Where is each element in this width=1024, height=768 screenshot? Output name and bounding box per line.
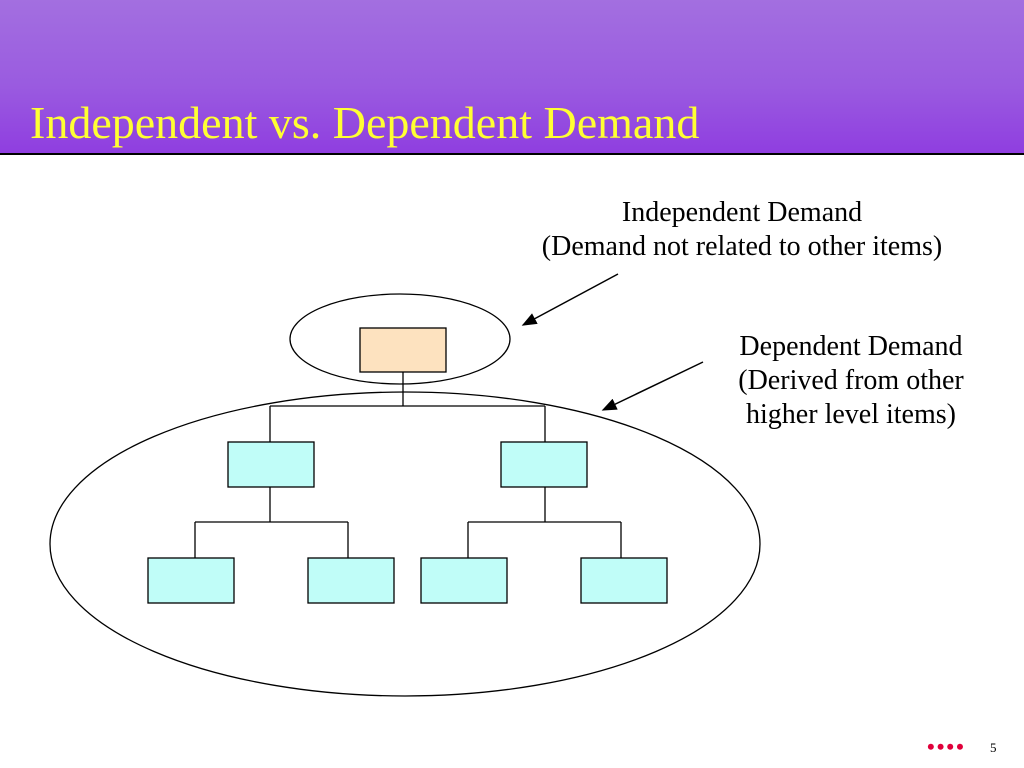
- independent-demand-title: Independent Demand: [621, 197, 863, 228]
- page-number: 5: [990, 740, 997, 755]
- independent-demand-description: (Demand not related to other items): [541, 231, 943, 262]
- level2-item-box: [307, 557, 395, 604]
- independent-demand-label: Independent Demand (Demand not related t…: [497, 196, 987, 264]
- level1-item-box: [227, 441, 315, 488]
- dependent-demand-description-line1: (Derived from other: [738, 365, 964, 396]
- dependent-demand-title: Dependent Demand: [739, 331, 963, 362]
- tree-connectors: [194, 372, 622, 558]
- slide-title: Independent vs. Dependent Demand: [30, 97, 700, 148]
- dependent-demand-ellipse: [49, 391, 761, 697]
- level2-item-box: [147, 557, 235, 604]
- slide-header: Independent vs. Dependent Demand: [0, 0, 1024, 155]
- level2-item-box: [580, 557, 668, 604]
- dependent-demand-label: Dependent Demand (Derived from other hig…: [706, 330, 996, 432]
- level1-item-box: [500, 441, 588, 488]
- dependent-demand-description-line2: higher level items): [746, 399, 956, 430]
- header-divider: [0, 153, 1024, 155]
- independent-demand-arrow: [521, 273, 619, 326]
- root-item-box: [359, 327, 447, 373]
- independent-demand-ellipse: [289, 293, 511, 385]
- dependent-demand-arrow: [601, 361, 704, 411]
- level2-item-box: [420, 557, 508, 604]
- decorative-dots: ••••: [927, 734, 966, 759]
